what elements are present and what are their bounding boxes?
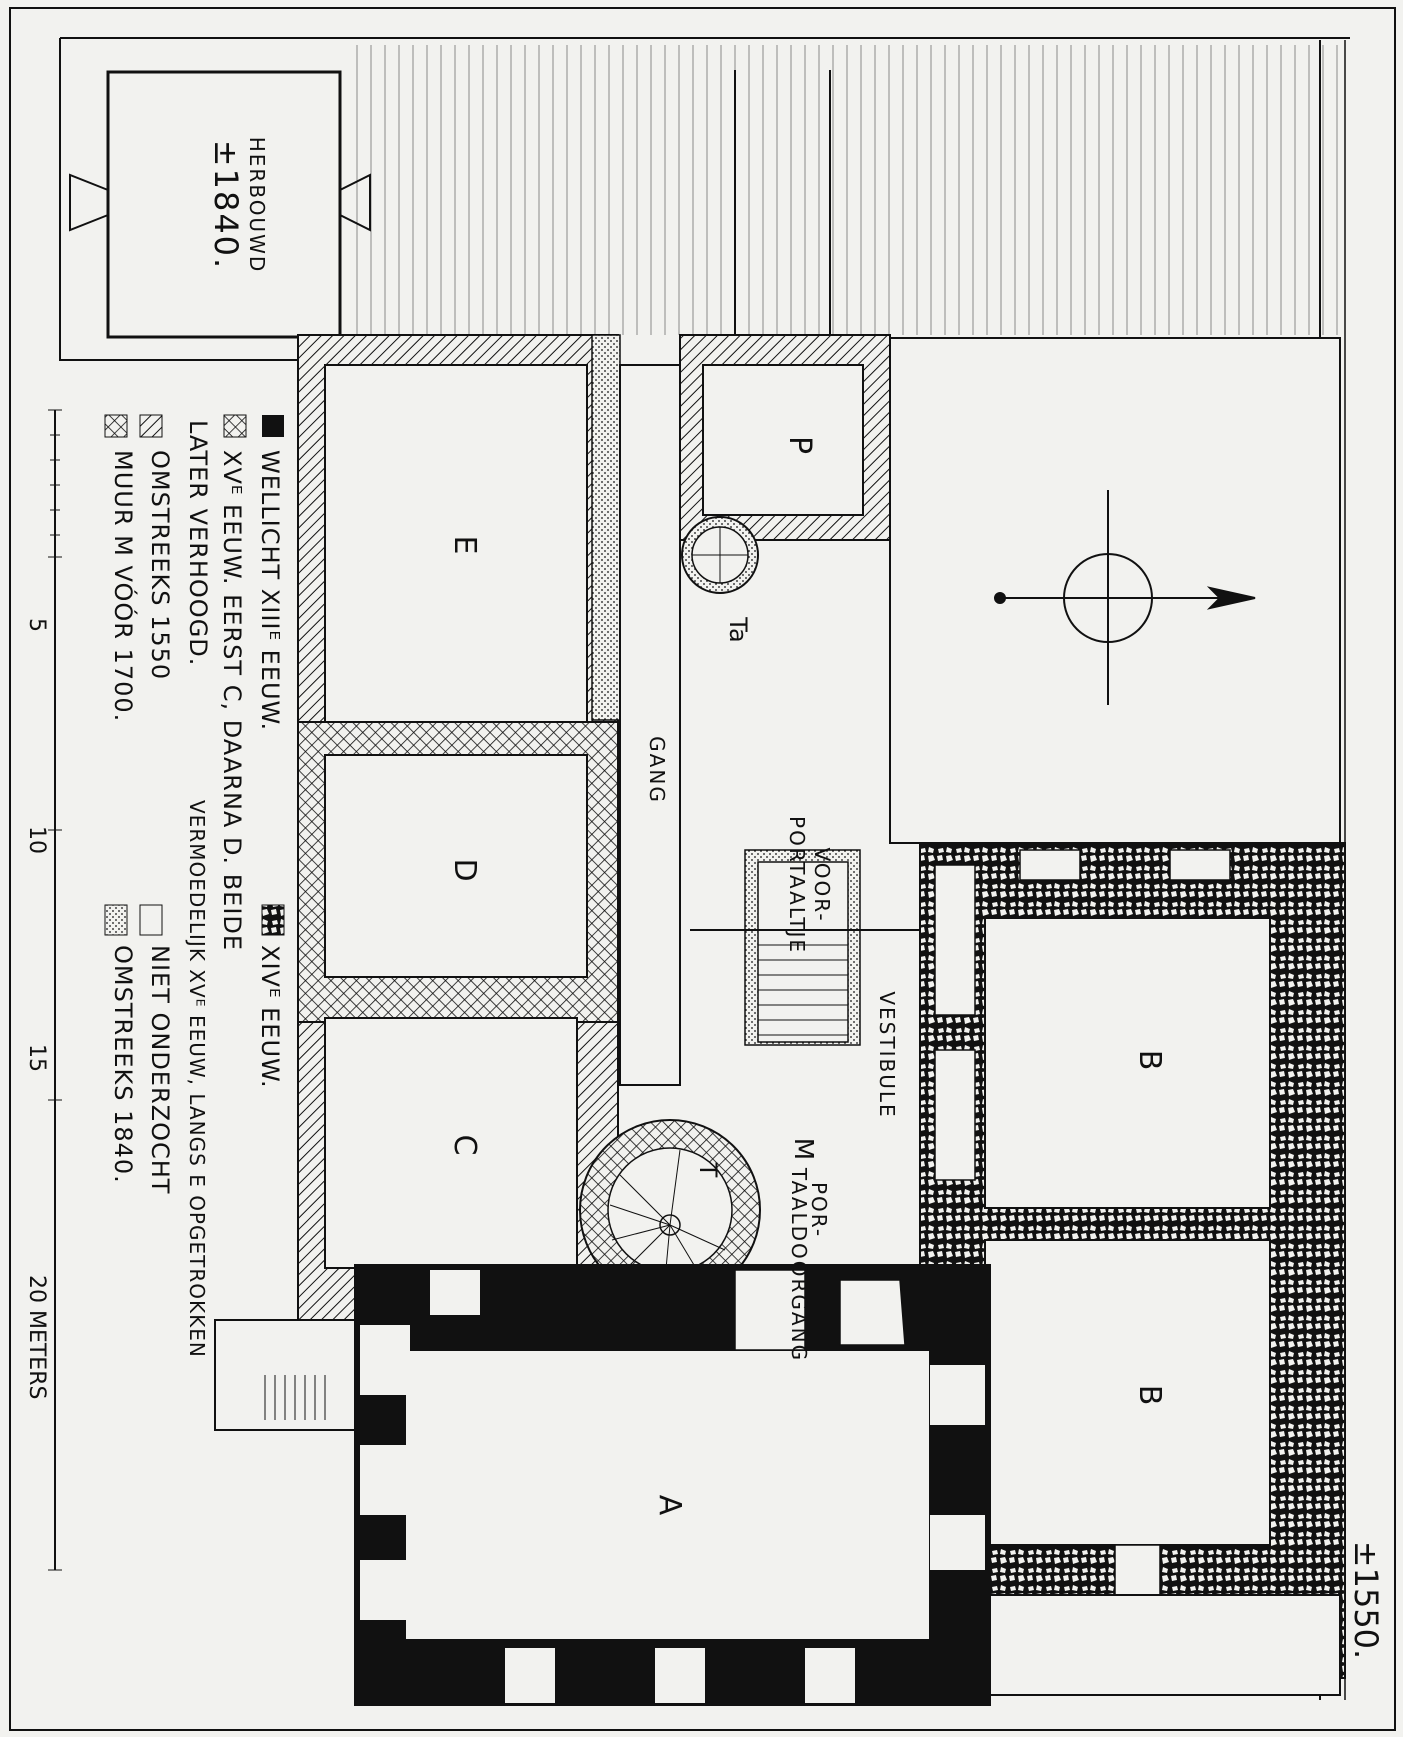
gang-label: GANG: [645, 736, 669, 804]
room-b2-label: B: [1132, 1385, 1167, 1406]
ta-stair: [681, 516, 759, 594]
vestibule-label: VESTIBULE: [875, 991, 899, 1118]
scale-tick-5: 5: [24, 618, 49, 632]
gang-corridor: [591, 334, 681, 1086]
legend-item-5: MUUR M VÓÓR 1700.: [109, 450, 139, 722]
room-c-label: C: [447, 1135, 482, 1156]
scale-tick-10: 10: [24, 826, 49, 854]
legend-col2-1: XIVᴱ EEUW.: [256, 945, 284, 1089]
poortaal-line2: TAALDOORGANG: [787, 1167, 811, 1362]
room-b1-label: B: [1132, 1050, 1167, 1071]
scale-bar: 5 10 15 20 METERS: [24, 409, 62, 1571]
room-e-label: E: [447, 536, 482, 555]
legend-col2-3: NIET ONDERZOCHT: [146, 945, 174, 1194]
voorportaaltje-line2: PORTAALTJE: [785, 816, 809, 954]
herbouwd-block: [69, 70, 371, 339]
scale-tick-15: 15: [24, 1044, 49, 1072]
date-corner-label: ±1550.: [1347, 1541, 1385, 1659]
outer-frame: [9, 7, 1396, 1731]
courtyard: [889, 337, 1341, 844]
room-p-label: P: [782, 436, 817, 454]
legend-item-3: LATER VERHOOGD.: [184, 420, 212, 666]
legend: WELLICHT XIIIᴱ EEUW. XVᴱ EEUW. EERST C, …: [104, 414, 285, 1358]
room-t-label: T: [694, 1162, 722, 1178]
legend-col2-4: OMSTREEKS 1840.: [109, 945, 137, 1184]
room-d-label: D: [447, 858, 482, 881]
room-a-label: A: [652, 1495, 687, 1516]
a-hall: [214, 1264, 991, 1706]
legend-col2-2: VERMOEDELIJK XVᴱ EEUW, LANGS E OPGETROKK…: [185, 800, 209, 1358]
north-arrow-icon: [994, 490, 1256, 705]
voorportaaltje: [690, 849, 920, 1046]
room-ta-label: Ta: [724, 616, 752, 642]
m-label: M: [788, 1138, 818, 1162]
poortaal-line1: POR-: [807, 1182, 831, 1238]
legend-item-4: OMSTREEKS 1550: [146, 450, 174, 680]
scale-tick-20: 20 METERS: [24, 1275, 49, 1399]
p-room: [679, 334, 891, 541]
voorportaaltje-line1: VOOR-: [810, 847, 834, 922]
legend-item-2: XVᴱ EEUW. EERST C, DAARNA D. BEIDE: [218, 450, 246, 951]
legend-item-1: WELLICHT XIIIᴱ EEUW.: [256, 450, 284, 731]
t-stair-tower: [579, 1119, 761, 1301]
herbouwd-line1: HERBOUWD: [245, 137, 269, 274]
herbouwd-line2: ±1840.: [207, 140, 245, 270]
west-wing: [297, 334, 619, 1341]
